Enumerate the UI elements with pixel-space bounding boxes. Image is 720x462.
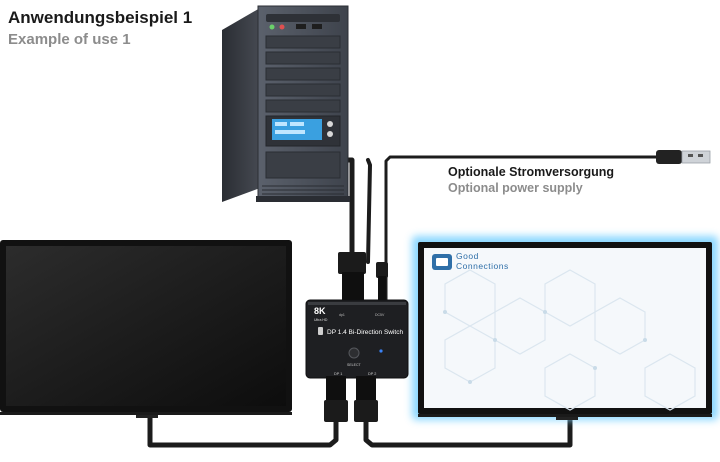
badge-8k: 8K	[314, 306, 326, 316]
pc-second-cable	[366, 158, 372, 264]
power-label-de: Optionale Stromversorgung	[448, 165, 614, 179]
heading-title-de: Anwendungsbeispiel 1	[8, 8, 193, 27]
monitor-right: Good Connections	[412, 236, 718, 420]
switch-title: DP 1.4 Bi-Direction Switch	[327, 329, 403, 336]
page-heading: Anwendungsbeispiel 1 Example of use 1	[8, 8, 192, 48]
dp-connectors-bottom	[324, 376, 378, 422]
led-icon	[279, 24, 285, 30]
select-label: SELECT	[347, 363, 361, 367]
left-monitor-cable	[147, 402, 339, 448]
usb-power-cable	[384, 155, 660, 302]
port-label-dp1: DP 1	[334, 372, 342, 376]
status-led-icon	[379, 349, 383, 353]
select-button[interactable]	[348, 347, 360, 359]
dp-connectors-top	[338, 252, 388, 306]
port-label-dp2: DP 2	[368, 372, 376, 376]
good-connections-logo: Good Connections	[432, 251, 509, 271]
power-supply-label: Optionale Stromversorgung Optional power…	[448, 165, 614, 195]
knob-icon	[327, 121, 333, 127]
led-icon	[269, 24, 275, 30]
heading-title-en: Example of use 1	[8, 31, 131, 48]
right-monitor-cable	[363, 402, 573, 448]
badge-ultra-hd: Ultra HD	[314, 318, 328, 322]
pc-tower	[222, 5, 350, 202]
displayport-icon	[318, 327, 323, 335]
knob-icon	[327, 131, 333, 137]
network-dots	[443, 310, 647, 384]
dp-switch: 8K Ultra HD dp1 DC5V DP 1.4 Bi-Direction…	[305, 299, 409, 379]
usb-plug	[656, 150, 711, 164]
port-label-top-left: dp1	[339, 313, 345, 317]
power-label-en: Optional power supply	[448, 181, 583, 195]
port-label-top-right: DC5V	[375, 313, 385, 317]
logo-line2: Connections	[456, 261, 509, 271]
logo-line1: Good	[456, 251, 479, 261]
monitor-left	[0, 240, 292, 418]
